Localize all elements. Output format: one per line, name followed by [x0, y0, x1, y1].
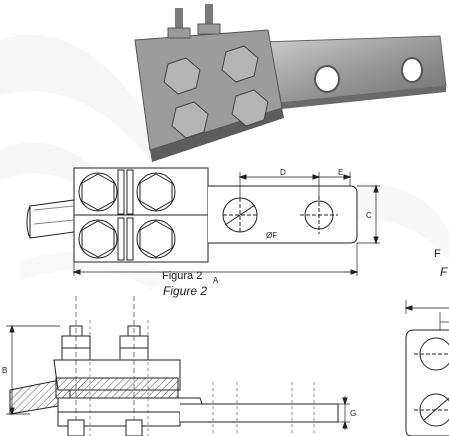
- main-dimension-labels: A C D E ØF: [213, 168, 372, 285]
- dim-label-c: C: [366, 211, 372, 220]
- dim-label-a: A: [213, 276, 219, 285]
- figure2-caption-en: Figure 2: [163, 284, 208, 298]
- side-dimension-labels: B G: [2, 366, 356, 418]
- photo-hole-2: [401, 57, 423, 83]
- photo-hole-1: [314, 65, 340, 93]
- dim-label-d: D: [280, 168, 286, 177]
- partial-figure-caption-en: F: [440, 265, 448, 279]
- figure2-caption-pt: Figura 2: [162, 270, 203, 282]
- photo-bolt-heads: [163, 45, 269, 139]
- main-bolt: [136, 172, 176, 212]
- side-drawing: [6, 296, 350, 436]
- product-photo: [134, 4, 447, 162]
- partial-figure-caption-pt: F: [434, 248, 441, 260]
- dim-label-b: B: [2, 366, 7, 375]
- main-drawing: [26, 167, 380, 276]
- main-bolt: [136, 219, 176, 259]
- main-bolt: [78, 219, 118, 259]
- dim-label-g: G: [350, 409, 356, 418]
- dim-label-f: ØF: [266, 231, 277, 240]
- dim-label-e: E: [338, 168, 343, 177]
- main-bolt: [78, 172, 118, 212]
- partial-drawing: [404, 300, 449, 436]
